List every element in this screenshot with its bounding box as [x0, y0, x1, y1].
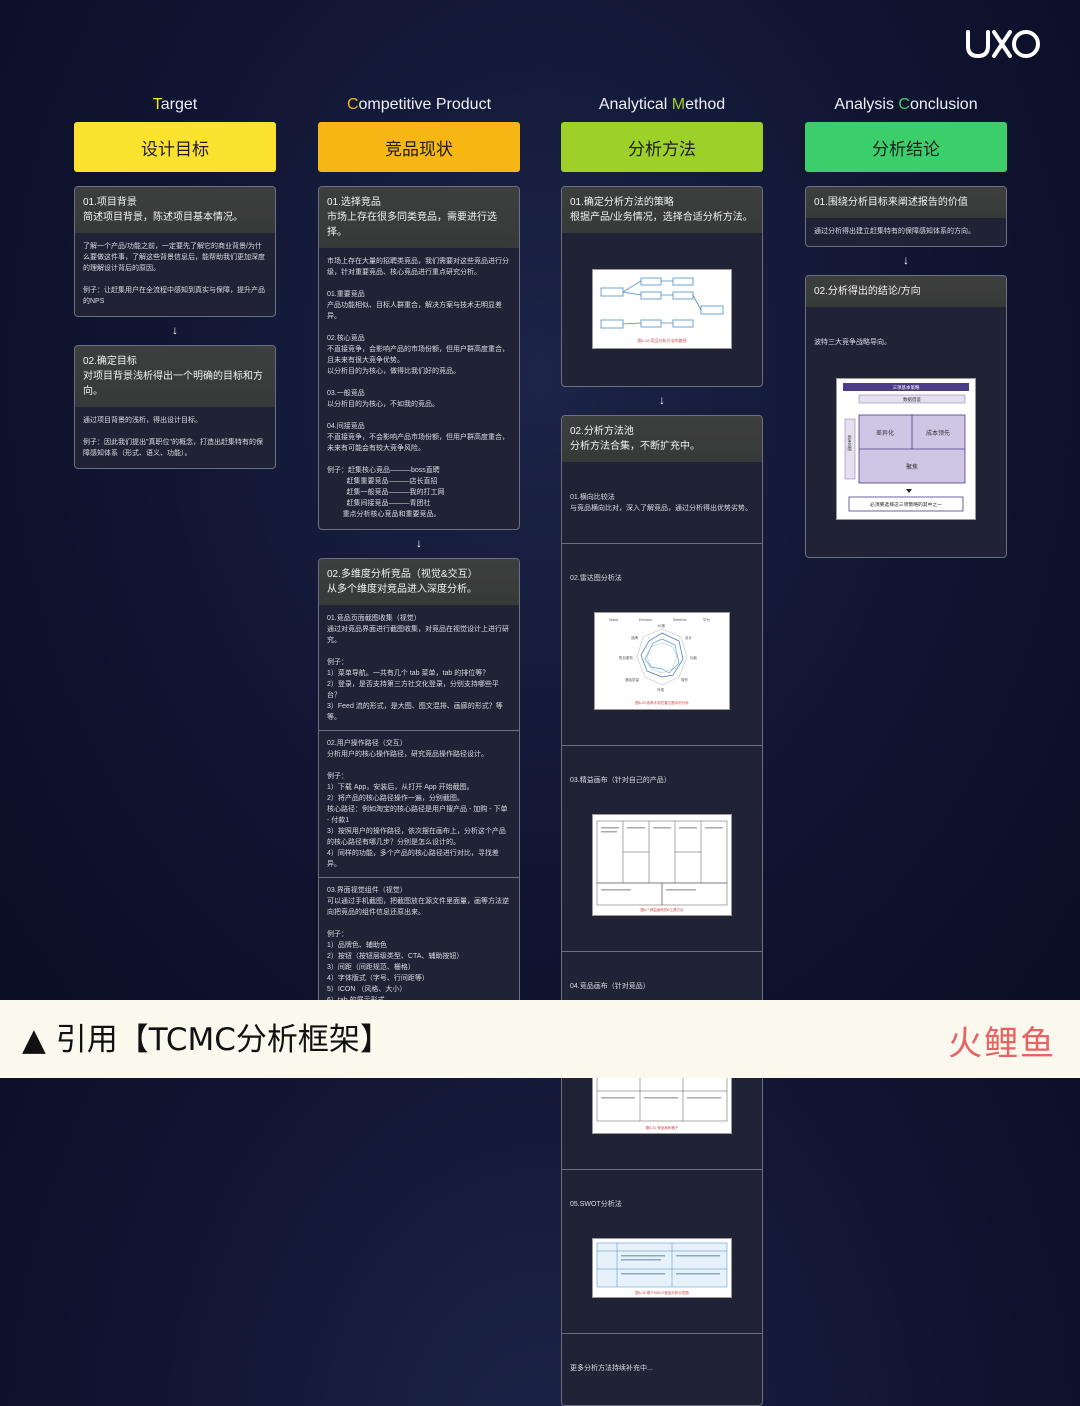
uxo-logo [966, 30, 1040, 59]
axis-label: 设计 [685, 635, 693, 640]
card-body: 通过项目背景的浅析，得出设计目标。 例子：因此我们提出"真职位"的概念，打造出赶… [83, 417, 263, 457]
thumb-caption: 图6-35 基于SWOT竞品分析示意图 [635, 1290, 689, 1295]
card-body: 市场上存在大量的招聘类竞品，我们需要对这些竞品进行分级，针对重要竞品、核心竞品进… [327, 258, 509, 518]
radar-chart-thumbnail: Nokia Ericsson Siemens 华为 价格 品牌 设计 售后服务 … [594, 612, 730, 710]
axis-label: 外观 [657, 687, 665, 692]
card-body: 01.竞品页面截图收集（视觉） 通过对竞品界面进行截图收集，对竞品在视觉设计上进… [319, 605, 519, 1026]
arrow-down-icon: ↓ [903, 253, 909, 267]
axis-label: 售后服务 [619, 655, 633, 660]
bottom-bar: ▲ 引用【TCMC分析框架】 火鲤鱼 [0, 1000, 1080, 1078]
card-head: 02.分析得出的结论/方向 [806, 276, 1006, 307]
column-header: Target [152, 96, 198, 113]
banner: 竞品现状 [318, 122, 520, 172]
card: 01.围绕分析目标来阐述报告的价值 通过分析得出建立赶集特有的保障感知体系的方向… [805, 186, 1007, 247]
legend-item: Ericsson [639, 618, 652, 622]
card-body: 了解一个产品/功能之前，一定要先了解它的商业背景/为什么要做这件事，了解这些背景… [83, 243, 265, 305]
card-head: 01.确定分析方法的策略根据产品/业务情况，选择合适分析方法。 [562, 187, 762, 233]
card: 02.多维度分析竞品（视觉&交互）从多个维度对竞品进入深度分析。 01.竞品页面… [318, 558, 520, 1027]
arrow-down-icon: ↓ [659, 393, 665, 407]
card-head: 02.分析方法池分析方法合集，不断扩充中。 [562, 416, 762, 462]
card-head: 02.多维度分析竞品（视觉&交互）从多个维度对竞品进入深度分析。 [319, 559, 519, 605]
column-header: Competitive Product [346, 96, 492, 113]
strategy-title: 三项基本策略 [893, 384, 920, 391]
card: 02.分析得出的结论/方向 波特三大竞争战略导向。 三项基本策略 数据借鉴 竞争… [805, 275, 1007, 558]
card: 02.分析方法池分析方法合集，不断扩充中。 01.横向比较法 与竞品横向比对，深… [561, 415, 763, 1406]
card-head: 01.选择竞品市场上存在很多同类竞品，需要进行选择。 [319, 187, 519, 248]
arrow-down-icon: ↓ [172, 323, 178, 337]
card: 02.确定目标对项目背景浅析得出一个明确的目标和方向。 通过项目背景的浅析，得出… [74, 345, 276, 469]
axis-label: 操作 [681, 677, 689, 682]
thumb-caption: 图6-28 竞品分析方法的路径 [637, 337, 686, 343]
column-analysis-conclusion: Analysis Conclusion 分析结论 01.围绕分析目标来阐述报告的… [805, 92, 1007, 558]
column-competitive-product: Competitive Product 竞品现状 01.选择竞品市场上存在很多同… [318, 92, 520, 1027]
arrow-down-icon: ↓ [416, 536, 422, 550]
card-head: 01.围绕分析目标来阐述报告的价值 [806, 187, 1006, 218]
strategy-cell: 差异化 [876, 429, 894, 437]
card: 01.项目背景简述项目背景，陈述项目基本情况。 了解一个产品/功能之前，一定要先… [74, 186, 276, 317]
citation-text: ▲ 引用【TCMC分析框架】 [22, 1022, 391, 1058]
axis-label: 功能 [690, 655, 698, 660]
strategy-flow-thumbnail: 图6-28 竞品分析方法的路径 [592, 269, 732, 349]
strategy-cell: 聚焦 [906, 463, 918, 471]
column-header: Analysis Conclusion [834, 96, 978, 113]
legend-item: Nokia [609, 618, 618, 622]
column-target: Target 设计目标 01.项目背景简述项目背景，陈述项目基本情况。 了解一个… [74, 92, 276, 469]
banner: 设计目标 [74, 122, 276, 172]
thumb-caption: 图6-31 竞品画布格子 [646, 1125, 679, 1130]
strategy-cell: 成本领先 [926, 429, 950, 437]
card-body: 图6-28 竞品分析方法的路径 [562, 233, 762, 386]
card-body: 通过分析得出建立赶集特有的保障感知体系的方向。 [814, 228, 975, 235]
porter-strategy-thumbnail: 三项基本策略 数据借鉴 竞争范围 差异化 成本领先 聚焦 必须要选择这三项策略的… [836, 378, 976, 520]
card: 01.选择竞品市场上存在很多同类竞品，需要进行选择。 市场上存在大量的招聘类竞品… [318, 186, 520, 530]
thumb-caption: 图6-7 精益画布的6工具方法 [641, 907, 684, 912]
card-body: 01.横向比较法 与竞品横向比对，深入了解竞品，通过分析得出优势劣势。 02.雷… [562, 462, 762, 1405]
lean-canvas-thumbnail: 图6-7 精益画布的6工具方法 [592, 814, 732, 916]
swot-thumbnail: 图6-35 基于SWOT竞品分析示意图 [592, 1238, 732, 1298]
axis-label: 通话质量 [625, 677, 639, 682]
column-header: Analytical Method [598, 96, 726, 113]
strategy-top: 数据借鉴 [903, 396, 921, 403]
card-body: 波特三大竞争战略导向。 三项基本策略 数据借鉴 竞争范围 差异化 成本领先 聚焦… [806, 307, 1006, 557]
card-head: 01.项目背景简述项目背景，陈述项目基本情况。 [75, 187, 275, 233]
thumb-caption: 图6-29 各种手机在雷达图中的分析 [635, 700, 689, 705]
card: 01.确定分析方法的策略根据产品/业务情况，选择合适分析方法。 图6-28 竞品… [561, 186, 763, 387]
card-head: 02.确定目标对项目背景浅析得出一个明确的目标和方向。 [75, 346, 275, 407]
column-analytical-method: Analytical Method 分析方法 01.确定分析方法的策略根据产品/… [561, 92, 763, 1406]
banner: 分析方法 [561, 122, 763, 172]
watermark: 火鲤鱼 [948, 1024, 1056, 1064]
axis-label: 品牌 [631, 635, 639, 640]
legend-item: Siemens [673, 618, 687, 622]
strategy-bottom: 必须要选择这三项策略的其中之一 [870, 501, 942, 508]
strategy-left-label: 竞争范围 [848, 434, 853, 452]
banner: 分析结论 [805, 122, 1007, 172]
legend-item: 华为 [703, 617, 711, 622]
axis-label: 价格 [658, 623, 666, 628]
